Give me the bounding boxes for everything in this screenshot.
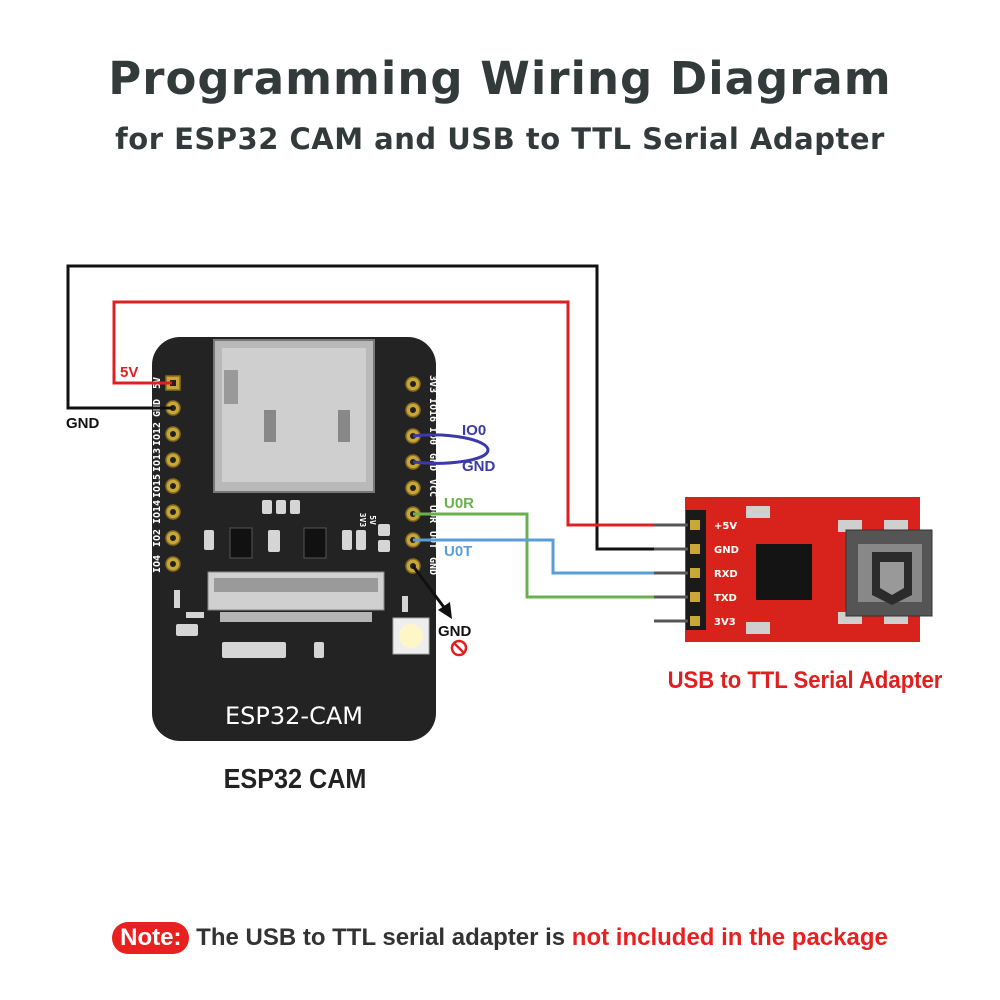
wire-u0r	[413, 512, 654, 599]
esp32-cam-board: 5V GND IO12 IO13 IO15 IO14 IO2 IO4 3V3 I…	[152, 337, 438, 741]
label-io0: IO0	[462, 422, 486, 439]
label-u0r: U0R	[444, 495, 474, 512]
page-subtitle: for ESP32 CAM and USB to TTL Serial Adap…	[115, 122, 885, 156]
label-io0-gnd: GND	[462, 458, 496, 475]
pin-label-io12: IO12	[152, 422, 163, 446]
adapter-pin-rxd: RXD	[714, 569, 738, 580]
pin-label-io13: IO13	[152, 448, 163, 472]
arrow-head-icon	[438, 602, 452, 619]
wire-io0-jumper	[412, 433, 490, 465]
adapter-pin-3v3: 3V3	[714, 617, 736, 628]
board-label: ESP32-CAM	[225, 702, 363, 730]
page-title: Programming Wiring Diagram	[108, 52, 892, 105]
label-gnd: GND	[66, 415, 100, 432]
pin-label-io2: IO2	[152, 529, 163, 547]
adapter-pin-5v: +5V	[714, 521, 737, 532]
usb-ttl-adapter-board: +5V GND RXD TXD 3V3	[654, 497, 933, 642]
note-highlight: not included in the package	[571, 924, 888, 951]
pin-label-io4: IO4	[152, 555, 163, 573]
pin-label-gnd-bottom: GND	[427, 557, 438, 575]
jumper-label-3v3: 3V3	[358, 513, 367, 528]
wire-gnd-arrow	[411, 565, 451, 615]
label-5v: 5V	[120, 364, 138, 381]
no-connect-icon	[450, 639, 468, 657]
esp32-caption: ESP32 CAM	[223, 763, 367, 794]
pin-label-io14: IO14	[152, 500, 163, 524]
note-text: The USB to TTL serial adapter is	[189, 924, 572, 951]
pin-label-io15: IO15	[152, 474, 163, 498]
adapter-pin-txd: TXD	[714, 593, 737, 604]
jumper-label-5v: 5V	[368, 515, 377, 525]
note-line: Note: The USB to TTL serial adapter is n…	[0, 922, 1000, 954]
pin-label-vcc: VCC	[427, 479, 438, 497]
wire-gnd	[66, 264, 654, 551]
wire-5v	[112, 300, 654, 527]
adapter-chip	[756, 544, 812, 600]
pin-label-3v3: 3V3	[427, 375, 438, 393]
adapter-pin-gnd: GND	[714, 545, 739, 556]
adapter-caption: USB to TTL Serial Adapter	[667, 667, 943, 694]
note-badge: Note:	[112, 922, 190, 954]
pin-label-io16: IO16	[427, 398, 438, 422]
label-gnd-bottom: GND	[438, 623, 472, 640]
label-u0t: U0T	[444, 543, 472, 560]
wire-u0t	[413, 538, 654, 575]
